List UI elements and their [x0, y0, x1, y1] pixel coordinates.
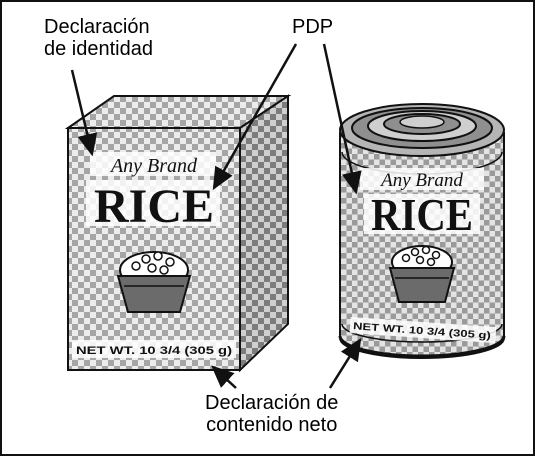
pdp-label-text: PDP — [292, 16, 334, 38]
identity-label-line1: Declaración — [44, 16, 150, 38]
pdp-can-arrow — [322, 43, 362, 195]
pdp-box-arrow — [212, 43, 298, 191]
net-content-label: Declaración de contenido neto — [205, 392, 338, 436]
can-lid — [339, 103, 505, 157]
box-net-weight-text: NET WT. 10 3/4 (305 g) — [76, 345, 232, 357]
can-rice-bowl-icon — [388, 245, 456, 303]
can-brand-text: Any Brand — [379, 170, 463, 191]
box-product-text: RICE — [94, 180, 214, 233]
net-can-arrow — [328, 337, 362, 389]
identity-statement-label: Declaración de identidad — [44, 16, 153, 60]
can-product-text: RICE — [371, 189, 473, 240]
pointer-arrows — [70, 43, 362, 389]
pdp-label: PDP — [292, 16, 333, 38]
rice-box: Any Brand RICE NET WT. 10 3/4 (305 g) — [64, 94, 292, 373]
net-label-line1: Declaración de — [205, 392, 339, 414]
box-brand-text: Any Brand — [109, 155, 198, 177]
box-rice-bowl-icon — [116, 251, 192, 313]
identity-arrow — [70, 69, 98, 157]
box-side-face — [239, 94, 289, 373]
net-label-line2: contenido neto — [206, 414, 338, 436]
rice-can: Any Brand RICE NET WT. 10 3/4 (305 g) — [338, 103, 506, 359]
identity-label-line2: de identidad — [44, 38, 153, 60]
net-box-arrow — [211, 365, 237, 389]
